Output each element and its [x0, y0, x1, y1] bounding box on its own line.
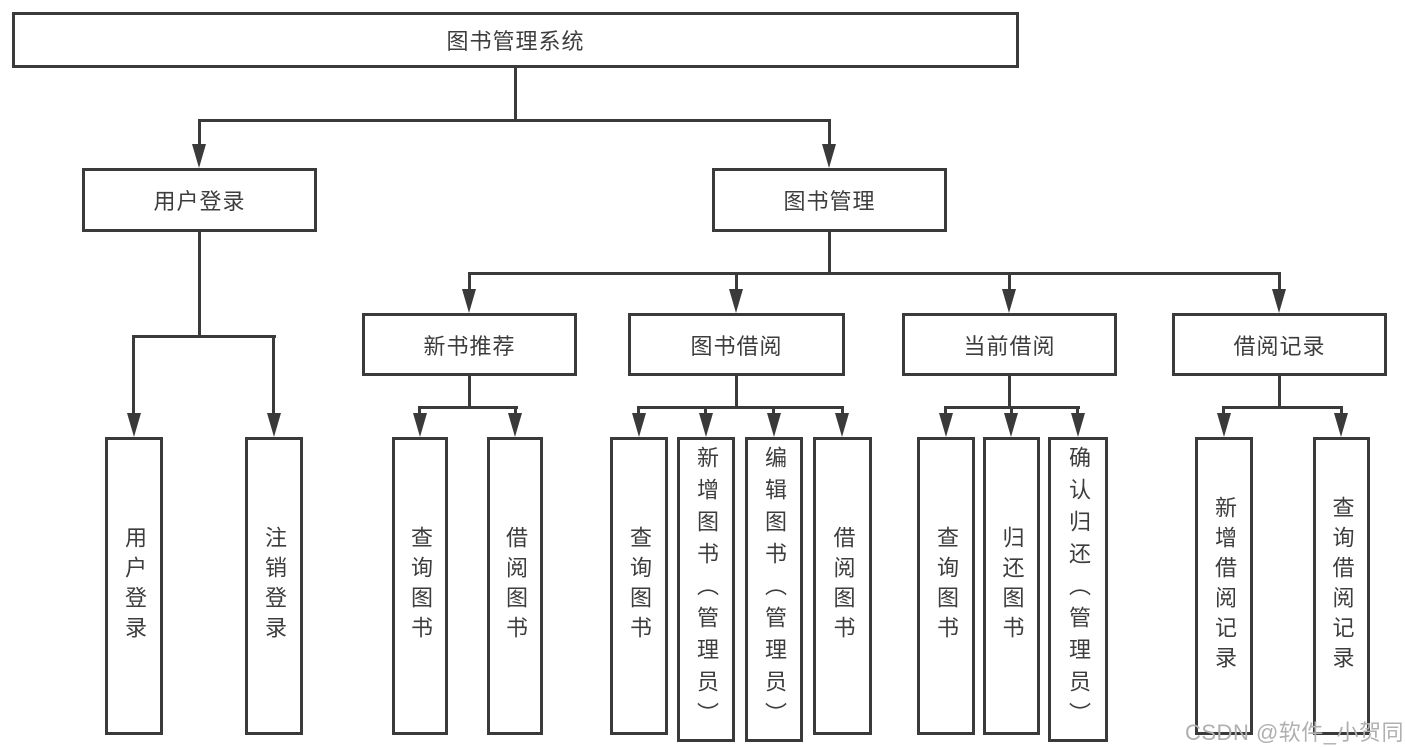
leaf-edit-book-admin: 编辑图书（管理员）: [745, 437, 803, 742]
connector-line: [132, 335, 135, 417]
csdn-watermark: CSDN @软件_小贺同学: [1185, 720, 1405, 745]
arrow-down-icon: [508, 413, 522, 437]
connector-line: [198, 232, 201, 338]
node-book-borrow: 图书借阅: [628, 313, 845, 376]
node-borrow-records: 借阅记录: [1172, 313, 1387, 376]
connector-line: [514, 406, 517, 416]
connector-line: [637, 406, 640, 416]
leaf-query-books: 查询图书: [917, 437, 975, 735]
leaf-label: 用户登录: [122, 526, 147, 646]
arrow-down-icon: [413, 413, 427, 437]
connector-line: [1340, 406, 1343, 416]
leaf-return-book: 归还图书: [983, 437, 1040, 735]
connector-line: [1008, 272, 1011, 292]
leaf-borrow-books: 借阅图书: [813, 437, 872, 735]
leaf-label: 查询图书: [408, 526, 433, 646]
node-new-book-recommend: 新书推荐: [362, 313, 577, 376]
arrow-down-icon: [462, 289, 476, 313]
leaf-label: 新增借阅记录: [1212, 496, 1237, 676]
leaf-label: 确认归还（管理员）: [1066, 445, 1091, 734]
arrow-down-icon: [699, 413, 713, 437]
arrow-down-icon: [1002, 289, 1016, 313]
leaf-label: 查询图书: [627, 526, 652, 646]
leaf-label: 归还图书: [999, 526, 1025, 646]
arrow-down-icon: [1004, 413, 1018, 437]
connector-line: [468, 376, 471, 409]
connector-line: [1008, 376, 1011, 409]
connector-line: [132, 335, 276, 338]
leaf-borrow-books: 借阅图书: [487, 437, 543, 735]
leaf-label: 查询图书: [934, 526, 959, 646]
connector-line: [735, 376, 738, 409]
arrow-down-icon: [767, 413, 781, 437]
arrow-down-icon: [822, 144, 836, 168]
leaf-label: 注销登录: [262, 526, 287, 646]
connector-line: [272, 335, 275, 417]
connector-line: [1222, 406, 1343, 409]
connector-line: [944, 406, 947, 416]
node-book-management: 图书管理: [712, 168, 947, 232]
arrow-down-icon: [632, 413, 646, 437]
leaf-confirm-return-admin: 确认归还（管理员）: [1048, 437, 1108, 742]
connector-line: [514, 68, 517, 122]
connector-line: [704, 406, 707, 416]
connector-line: [418, 406, 518, 409]
leaf-label: 借阅图书: [503, 526, 528, 646]
connector-line: [1222, 406, 1225, 416]
connector-line: [418, 406, 421, 416]
leaf-query-borrow-record: 查询借阅记录: [1313, 437, 1370, 735]
node-library-system: 图书管理系统: [12, 12, 1019, 68]
leaf-add-borrow-record: 新增借阅记录: [1195, 437, 1253, 735]
arrow-down-icon: [127, 413, 141, 437]
connector-line: [468, 272, 1281, 275]
arrow-down-icon: [1334, 413, 1348, 437]
connector-line: [1076, 406, 1079, 416]
arrow-down-icon: [729, 289, 743, 313]
connector-line: [1278, 376, 1281, 409]
connector-line: [1010, 406, 1013, 416]
connector-line: [828, 232, 831, 275]
connector-line: [841, 406, 844, 416]
leaf-label: 借阅图书: [830, 526, 856, 646]
connector-line: [468, 272, 471, 292]
node-user-login: 用户登录: [82, 168, 317, 232]
leaf-label: 新增图书（管理员）: [694, 445, 719, 734]
leaf-user-login: 用户登录: [105, 437, 163, 735]
arrow-down-icon: [267, 413, 281, 437]
connector-line: [828, 119, 831, 147]
arrow-down-icon: [835, 413, 849, 437]
arrow-down-icon: [1272, 289, 1286, 313]
arrow-down-icon: [1217, 413, 1231, 437]
connector-line: [735, 272, 738, 292]
leaf-logout: 注销登录: [245, 437, 303, 735]
leaf-label: 编辑图书（管理员）: [762, 445, 787, 734]
connector-line: [198, 119, 831, 122]
arrow-down-icon: [939, 413, 953, 437]
arrow-down-icon: [192, 144, 206, 168]
connector-line: [637, 406, 843, 409]
arrow-down-icon: [1071, 413, 1085, 437]
connector-line: [1278, 272, 1281, 292]
node-current-borrow: 当前借阅: [902, 313, 1117, 376]
connector-line: [772, 406, 775, 416]
leaf-query-books: 查询图书: [610, 437, 668, 735]
leaf-query-books: 查询图书: [392, 437, 448, 735]
leaf-add-book-admin: 新增图书（管理员）: [677, 437, 735, 742]
leaf-label: 查询借阅记录: [1329, 496, 1355, 676]
connector-line: [198, 119, 201, 147]
